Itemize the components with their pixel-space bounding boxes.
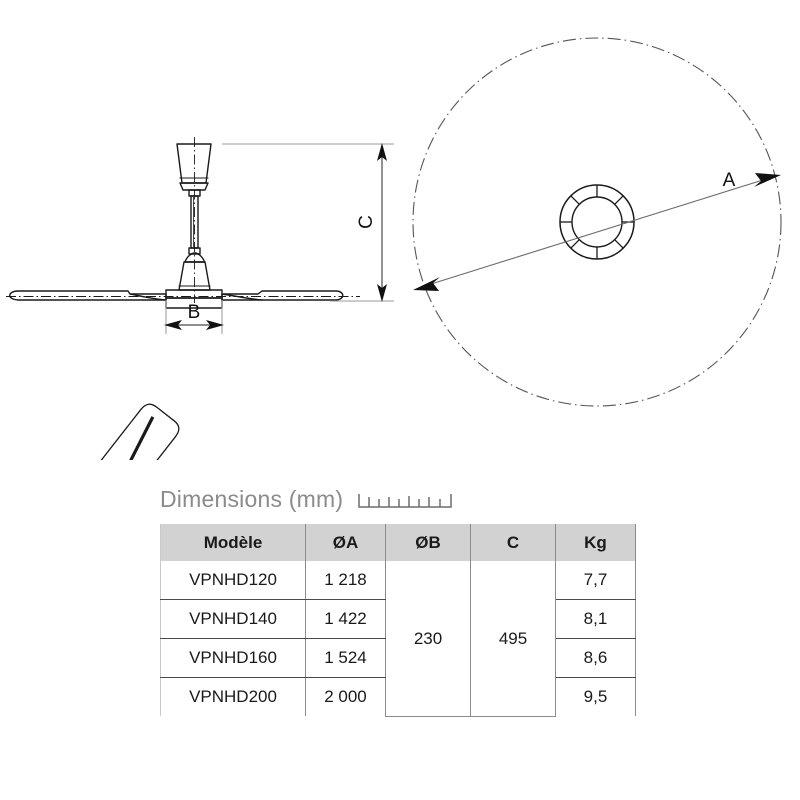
- cell-weight: 7,7: [555, 561, 636, 600]
- table-row: VPNHD140 1 422 8,1: [160, 599, 636, 639]
- hub-vent-ticks: [560, 185, 634, 259]
- cell-weight: 8,1: [555, 599, 636, 639]
- column-header-height-c: C: [470, 524, 556, 561]
- fan-blade-right: [221, 290, 344, 301]
- cell-model: VPNHD200: [160, 677, 306, 717]
- table-row: VPNHD200 2 000 9,5: [160, 677, 636, 717]
- dimension-b-arrow-left: [164, 320, 182, 330]
- motor-housing-shoulder: [184, 252, 206, 263]
- dimension-c-label: C: [356, 215, 377, 229]
- column-header-diameter-b: ØB: [385, 524, 471, 561]
- cell-weight: 8,6: [555, 638, 636, 678]
- cell-model: VPNHD120: [160, 561, 306, 600]
- fan-blade-left-fold: [129, 293, 167, 301]
- dimension-a-line: [427, 178, 767, 286]
- canopy-base: [179, 182, 209, 191]
- blade-body: [74, 403, 180, 460]
- cell-weight: 9,5: [555, 677, 636, 717]
- fan-blade-left: [9, 290, 167, 301]
- cell-diameter-a: 1 524: [305, 638, 386, 678]
- cell-height-c-merged: 495: [470, 561, 556, 717]
- dimension-b-label: B: [188, 302, 201, 323]
- table-header-row: Modèle ØA ØB C Kg: [160, 524, 636, 561]
- ceiling-fan-top-view: A: [74, 37, 782, 460]
- ruler-icon: [358, 494, 452, 508]
- motor-hub-inner: [571, 196, 623, 248]
- cell-diameter-a: 1 422: [305, 599, 386, 639]
- column-header-model: Modèle: [160, 524, 306, 561]
- fan-blade-top-1: [74, 403, 180, 460]
- technical-drawings: C B: [6, 37, 782, 460]
- cell-model: VPNHD140: [160, 599, 306, 639]
- column-header-diameter-a: ØA: [305, 524, 386, 561]
- cell-diameter-b-merged: 230: [385, 561, 471, 717]
- cell-diameter-a: 1 218: [305, 561, 386, 600]
- dimension-a-arrow-right: [754, 173, 781, 187]
- fan-blade-right-fold: [221, 293, 263, 301]
- canopy-mount: [176, 143, 212, 184]
- cell-model: VPNHD160: [160, 638, 306, 678]
- table-row: VPNHD160 1 524 8,6: [160, 638, 636, 678]
- dimension-c-arrow-up: [377, 143, 387, 161]
- cell-diameter-a: 2 000: [305, 677, 386, 717]
- dimensions-title: Dimensions (mm): [160, 485, 344, 512]
- blade-rib: [113, 416, 155, 460]
- dimension-b-arrow-right: [206, 320, 224, 330]
- dimensions-section-header: Dimensions (mm): [160, 482, 640, 516]
- column-header-weight: Kg: [555, 524, 636, 561]
- dimension-a-label: A: [723, 170, 736, 191]
- table-row: VPNHD120 1 218 230 495 7,7: [160, 561, 636, 717]
- blade-sweep-circle: [412, 37, 782, 407]
- dimension-c-arrow-down: [377, 284, 387, 302]
- dimensions-table: Modèle ØA ØB C Kg VPNHD120 1 218 230 495…: [160, 524, 636, 717]
- ceiling-fan-side-view: C B: [6, 137, 394, 334]
- dimension-a-arrow-left: [413, 277, 440, 291]
